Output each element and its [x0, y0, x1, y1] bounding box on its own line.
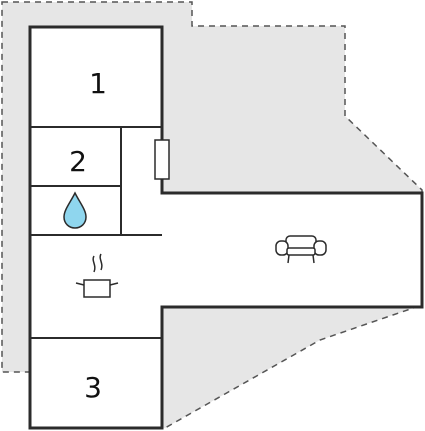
- exterior-wall: [28, 25, 424, 430]
- sofa-icon: [275, 235, 327, 264]
- water-drop-icon: [63, 191, 87, 229]
- room-2-label: 2: [69, 145, 87, 178]
- room-1-label: 1: [89, 67, 107, 100]
- room-3-label: 3: [84, 371, 102, 404]
- wall-window: [154, 139, 170, 180]
- cooking-pot-icon: [75, 253, 119, 298]
